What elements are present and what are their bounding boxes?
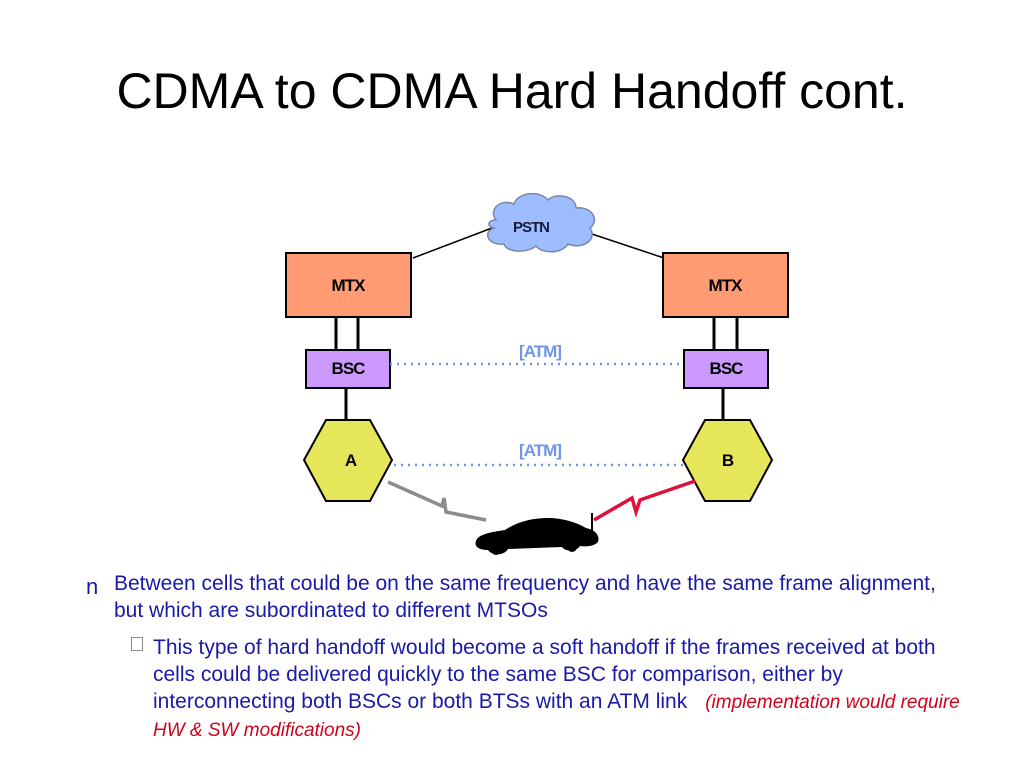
- bullet-level2-note: (implementation would require HW & SW mo…: [153, 692, 960, 741]
- bsc-right-box: [683, 349, 769, 389]
- mtx-right-pstn-link: [591, 233, 665, 259]
- mtx-left-box: [285, 252, 412, 318]
- atm-bsc-label: [ATM]: [519, 342, 561, 361]
- cell-b-label: B: [722, 451, 734, 470]
- slide-title: CDMA to CDMA Hard Handoff cont.: [116, 63, 908, 119]
- bullet-marker-level2: [131, 637, 143, 651]
- mtx-left-pstn-link: [412, 227, 493, 259]
- bullet-level2: This type of hard handoff would become a…: [153, 634, 973, 744]
- mtx-right-label: MTX: [709, 276, 744, 295]
- mtx-left-label: MTX: [332, 276, 367, 295]
- cell-a-label: A: [345, 451, 357, 470]
- cell-b-hexagon: [681, 419, 774, 502]
- bullet-level2-text: This type of hard handoff would become a…: [153, 636, 936, 713]
- radio-link-old: [387, 480, 487, 522]
- radio-link-new: [593, 479, 696, 522]
- bullet-marker-level1: n: [86, 574, 99, 599]
- atm-cell-label: [ATM]: [519, 441, 561, 460]
- bsc-left-label: BSC: [332, 359, 366, 378]
- mtx-right-box: [662, 252, 789, 318]
- bsc-right-label: BSC: [710, 359, 744, 378]
- bullet-level1: Between cells that could be on the same …: [114, 572, 936, 622]
- car-icon: [475, 513, 599, 555]
- pstn-label: PSTN: [513, 219, 549, 236]
- pstn-cloud: PSTN: [486, 192, 596, 253]
- bsc-left-box: [305, 349, 391, 389]
- cell-a-hexagon: [302, 419, 394, 502]
